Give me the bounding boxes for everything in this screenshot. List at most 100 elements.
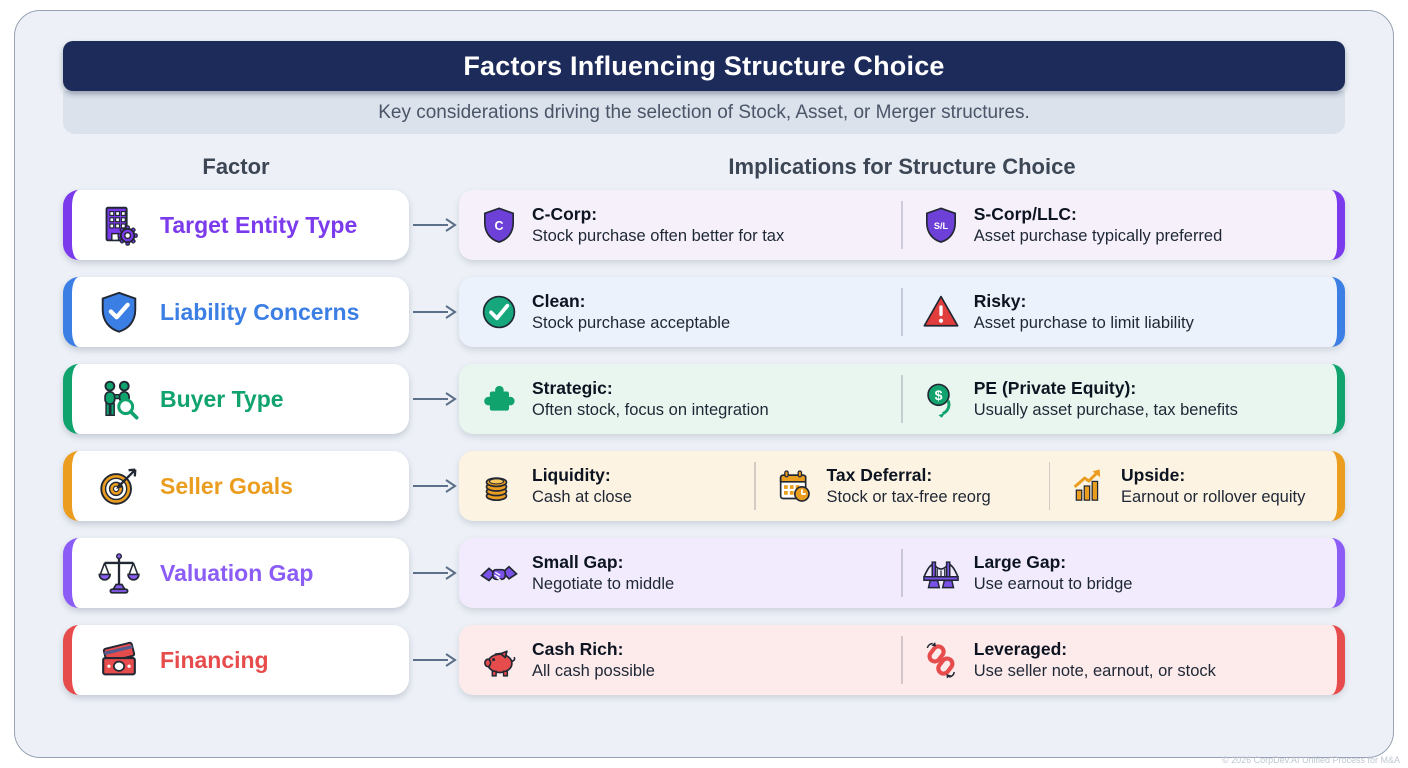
infographic-frame: Factors Influencing Structure Choice Key… bbox=[14, 10, 1394, 758]
item-divider bbox=[901, 288, 903, 336]
implication-title: Large Gap: bbox=[973, 551, 1067, 572]
factor-card: Valuation Gap bbox=[63, 538, 409, 608]
shield-sl-icon: S/L bbox=[921, 205, 961, 245]
factor-row: Buyer Type Strategic: Often stock, focus… bbox=[63, 364, 1345, 434]
implications-card: C C-Corp: Stock purchase often better fo… bbox=[459, 190, 1345, 260]
implication-title: Liquidity: bbox=[532, 464, 611, 485]
page-subtitle: Key considerations driving the selection… bbox=[378, 101, 1030, 123]
column-header-factor: Factor bbox=[202, 154, 270, 179]
calendar-clock-icon bbox=[774, 466, 814, 506]
check-circle-icon bbox=[479, 292, 519, 332]
implications-card: Liquidity: Cash at close Tax Deferral: S… bbox=[459, 451, 1345, 521]
factor-card: Financing bbox=[63, 625, 409, 695]
implication-text: C-Corp: Stock purchase often better for … bbox=[532, 204, 784, 247]
implication-item: Tax Deferral: Stock or tax-free reorg bbox=[774, 451, 1043, 521]
item-divider bbox=[901, 201, 903, 249]
implication-item: Liquidity: Cash at close bbox=[479, 451, 748, 521]
implication-item: Cash Rich: All cash possible bbox=[479, 625, 895, 695]
implication-desc: Often stock, focus on integration bbox=[532, 400, 769, 419]
factor-label: Buyer Type bbox=[160, 385, 284, 412]
chart-up-icon bbox=[1068, 466, 1108, 506]
page-title: Factors Influencing Structure Choice bbox=[463, 50, 945, 81]
factor-row: Seller Goals Liquidity: Cash at close Ta… bbox=[63, 451, 1345, 521]
implication-item: S/L S-Corp/LLC: Asset purchase typically… bbox=[921, 190, 1337, 260]
arrow-right-icon bbox=[409, 277, 459, 347]
arrow-right-icon bbox=[409, 364, 459, 434]
building-gear-icon bbox=[96, 202, 142, 248]
implication-item: Strategic: Often stock, focus on integra… bbox=[479, 364, 895, 434]
implication-item: Clean: Stock purchase acceptable bbox=[479, 277, 895, 347]
implication-desc: Earnout or rollover equity bbox=[1121, 487, 1306, 506]
implication-desc: Asset purchase to limit liability bbox=[973, 313, 1194, 332]
implication-text: Tax Deferral: Stock or tax-free reorg bbox=[827, 465, 991, 508]
copyright-note: © 2026 CorpDev.AI Unified Process for M&… bbox=[1221, 755, 1400, 765]
svg-text:$: $ bbox=[934, 388, 942, 404]
implications-card: Small Gap: Negotiate to middle Large Gap… bbox=[459, 538, 1345, 608]
bridge-icon bbox=[921, 553, 961, 593]
factor-row: Target Entity Type C C-Corp: Stock purch… bbox=[63, 190, 1345, 260]
implication-item: Leveraged: Use seller note, earnout, or … bbox=[921, 625, 1337, 695]
target-arrow-icon bbox=[96, 463, 142, 509]
item-divider bbox=[901, 549, 903, 597]
implication-item: Large Gap: Use earnout to bridge bbox=[921, 538, 1337, 608]
balance-scale-icon bbox=[96, 550, 142, 596]
factor-label: Valuation Gap bbox=[160, 559, 314, 586]
implication-item: Upside: Earnout or rollover equity bbox=[1068, 451, 1337, 521]
buyer-search-icon bbox=[96, 376, 142, 422]
implication-title: Cash Rich: bbox=[532, 638, 624, 659]
implication-title: Risky: bbox=[973, 290, 1027, 311]
implication-title: S-Corp/LLC: bbox=[973, 203, 1077, 224]
puzzle-icon bbox=[479, 379, 519, 419]
implication-text: PE (Private Equity): Usually asset purch… bbox=[974, 378, 1238, 421]
factor-label: Liability Concerns bbox=[160, 298, 360, 325]
column-header-implications: Implications for Structure Choice bbox=[728, 154, 1076, 179]
implication-desc: Usually asset purchase, tax benefits bbox=[973, 400, 1238, 419]
implication-text: Strategic: Often stock, focus on integra… bbox=[532, 378, 769, 421]
implication-desc: Stock or tax-free reorg bbox=[826, 487, 991, 506]
money-bills-icon bbox=[96, 637, 142, 683]
implication-desc: Cash at close bbox=[532, 487, 632, 506]
chain-links-icon bbox=[921, 640, 961, 680]
item-divider bbox=[754, 462, 756, 510]
implication-desc: Use earnout to bridge bbox=[973, 574, 1133, 593]
implication-title: Strategic: bbox=[532, 377, 613, 398]
factor-row: Financing Cash Rich: All cash possible L… bbox=[63, 625, 1345, 695]
item-divider bbox=[901, 375, 903, 423]
item-divider bbox=[1048, 462, 1050, 510]
implication-text: Large Gap: Use earnout to bridge bbox=[974, 552, 1133, 595]
arrow-right-icon bbox=[409, 451, 459, 521]
implication-item: $ PE (Private Equity): Usually asset pur… bbox=[921, 364, 1337, 434]
item-divider bbox=[901, 636, 903, 684]
arrow-right-icon bbox=[409, 538, 459, 608]
factor-label: Target Entity Type bbox=[160, 211, 358, 238]
implication-item: C C-Corp: Stock purchase often better fo… bbox=[479, 190, 895, 260]
warning-triangle-icon bbox=[921, 292, 961, 332]
implication-desc: Use seller note, earnout, or stock bbox=[973, 661, 1216, 680]
svg-text:C: C bbox=[494, 219, 503, 233]
implication-text: Risky: Asset purchase to limit liability bbox=[974, 291, 1194, 334]
factor-card: Buyer Type bbox=[63, 364, 409, 434]
factor-card: Seller Goals bbox=[63, 451, 409, 521]
implication-desc: All cash possible bbox=[532, 661, 655, 680]
shield-check-icon bbox=[96, 289, 142, 335]
factor-card: Liability Concerns bbox=[63, 277, 409, 347]
implication-item: Small Gap: Negotiate to middle bbox=[479, 538, 895, 608]
implication-desc: Stock purchase often better for tax bbox=[532, 226, 785, 245]
implications-card: Strategic: Often stock, focus on integra… bbox=[459, 364, 1345, 434]
title-bar: Factors Influencing Structure Choice bbox=[63, 41, 1345, 91]
column-headers: Factor Implications for Structure Choice bbox=[63, 154, 1345, 180]
implication-text: Liquidity: Cash at close bbox=[532, 465, 632, 508]
implication-desc: Negotiate to middle bbox=[532, 574, 675, 593]
subtitle-bar: Key considerations driving the selection… bbox=[63, 91, 1345, 134]
factor-label: Seller Goals bbox=[160, 472, 293, 499]
implication-title: Clean: bbox=[532, 290, 586, 311]
implication-title: Small Gap: bbox=[532, 551, 624, 572]
coin-stack-icon bbox=[479, 466, 519, 506]
implication-title: Leveraged: bbox=[973, 638, 1068, 659]
implication-text: Upside: Earnout or rollover equity bbox=[1121, 465, 1305, 508]
svg-text:S/L: S/L bbox=[934, 221, 949, 231]
implication-item: Risky: Asset purchase to limit liability bbox=[921, 277, 1337, 347]
implication-title: Upside: bbox=[1121, 464, 1186, 485]
implication-text: S-Corp/LLC: Asset purchase typically pre… bbox=[974, 204, 1223, 247]
shield-c-icon: C bbox=[479, 205, 519, 245]
